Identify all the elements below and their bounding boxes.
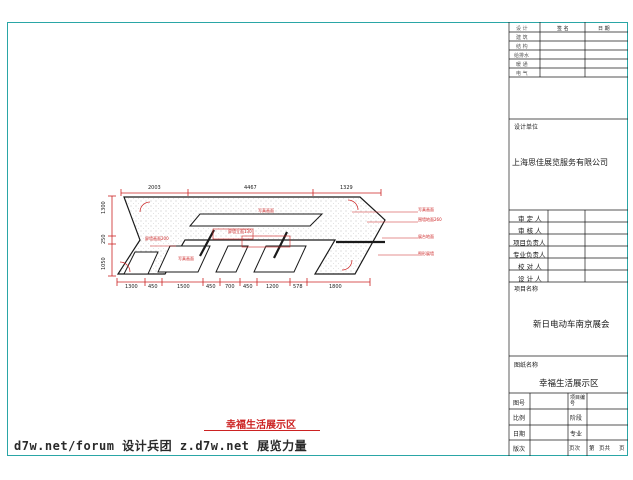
tb-di: 第: [589, 446, 595, 452]
bottom-dimension: [116, 278, 371, 286]
label-right-1: 写真画面: [418, 207, 434, 212]
dim-bottom-8: 578: [293, 284, 303, 290]
title-block-lines: [508, 22, 628, 456]
sign-row-4: 给排水: [514, 53, 530, 59]
sign-row-5: 暖 通: [516, 62, 528, 68]
dim-bottom-2: 450: [148, 284, 158, 290]
dim-top-3: 1329: [340, 185, 353, 191]
project-name: 新日电动车南京展会: [533, 320, 610, 330]
islands: [123, 245, 307, 275]
label-right-3: 展台地面: [418, 234, 434, 239]
dim-left-3: 1050: [101, 257, 107, 270]
design-unit-label: 设计单位: [514, 124, 539, 131]
tb-tuhao: 图号: [513, 400, 526, 407]
dim-top-1: 2003: [148, 185, 161, 191]
tb-ye: 页: [619, 446, 625, 452]
sign-row-1: 设 计: [516, 26, 528, 32]
dim-bottom-7: 1200: [266, 284, 279, 290]
tb-zhuanye: 专业: [570, 431, 583, 438]
inner-channel: [188, 213, 324, 227]
project-label: 项目名称: [514, 286, 539, 293]
label-small-3: 写真画面: [178, 256, 194, 261]
label-right-4: 图形展墙: [418, 251, 434, 256]
approval-row-5: 校 对 人: [518, 263, 542, 271]
tb-jieduan: 阶段: [570, 415, 583, 422]
drawing-frame: [7, 22, 628, 456]
watermark: d7w.net/forum 设计兵团 z.d7w.net 展览力量: [14, 439, 308, 453]
tb-yeci: 页次: [569, 446, 581, 452]
left-dimension: [108, 195, 116, 277]
sign-row-3: 结 构: [516, 44, 528, 50]
approval-row-6: 设 计 人: [518, 275, 542, 283]
dim-bottom-3: 1500: [177, 284, 190, 290]
tb-riqi: 日期: [513, 431, 526, 438]
approval-row-1: 审 定 人: [518, 215, 542, 223]
sign-row-6: 电 气: [516, 71, 528, 77]
approval-row-2: 审 核 人: [518, 227, 542, 235]
drawing-title-underline: [204, 430, 320, 431]
drawing-name: 幸福生活展示区: [539, 379, 599, 389]
sign-header-date: 日 期: [598, 26, 610, 32]
label-leaders: [150, 211, 418, 256]
drawing-title: 幸福生活展示区: [226, 420, 296, 431]
design-unit: 上海思佳展览服务有限公司: [512, 158, 608, 167]
tb-xiangmu-bianhao: 项目编号: [570, 395, 586, 407]
wall-segments: [199, 229, 385, 259]
dim-bottom-9: 1800: [329, 284, 342, 290]
tb-ye-gong: 页共: [599, 446, 611, 452]
approval-row-3: 项目负责人: [513, 239, 546, 247]
label-right-2: 围墙地面260: [418, 217, 442, 222]
tb-banci: 版次: [513, 446, 526, 453]
dim-bottom-6: 450: [243, 284, 253, 290]
dim-bottom-4: 450: [206, 284, 216, 290]
tb-bili: 比例: [513, 415, 526, 422]
dim-bottom-5: 700: [225, 284, 235, 290]
sign-row-2: 建 筑: [516, 35, 528, 41]
door-arcs: [119, 199, 359, 273]
approval-row-4: 专业负责人: [513, 251, 546, 259]
drawing-name-label: 图纸名称: [514, 362, 539, 369]
dim-bottom-1: 1300: [125, 284, 138, 290]
top-dimension: [120, 189, 382, 196]
label-left-mid: 屏墙画面200: [145, 236, 169, 241]
dim-left-1: 1300: [101, 201, 107, 214]
sign-header-name: 签 名: [557, 26, 569, 32]
dim-top-2: 4467: [244, 185, 257, 191]
label-small-2: 屏墙立面130: [228, 229, 252, 234]
dim-left-2: 250: [101, 234, 107, 244]
label-small-1: 写真画面: [258, 208, 274, 213]
